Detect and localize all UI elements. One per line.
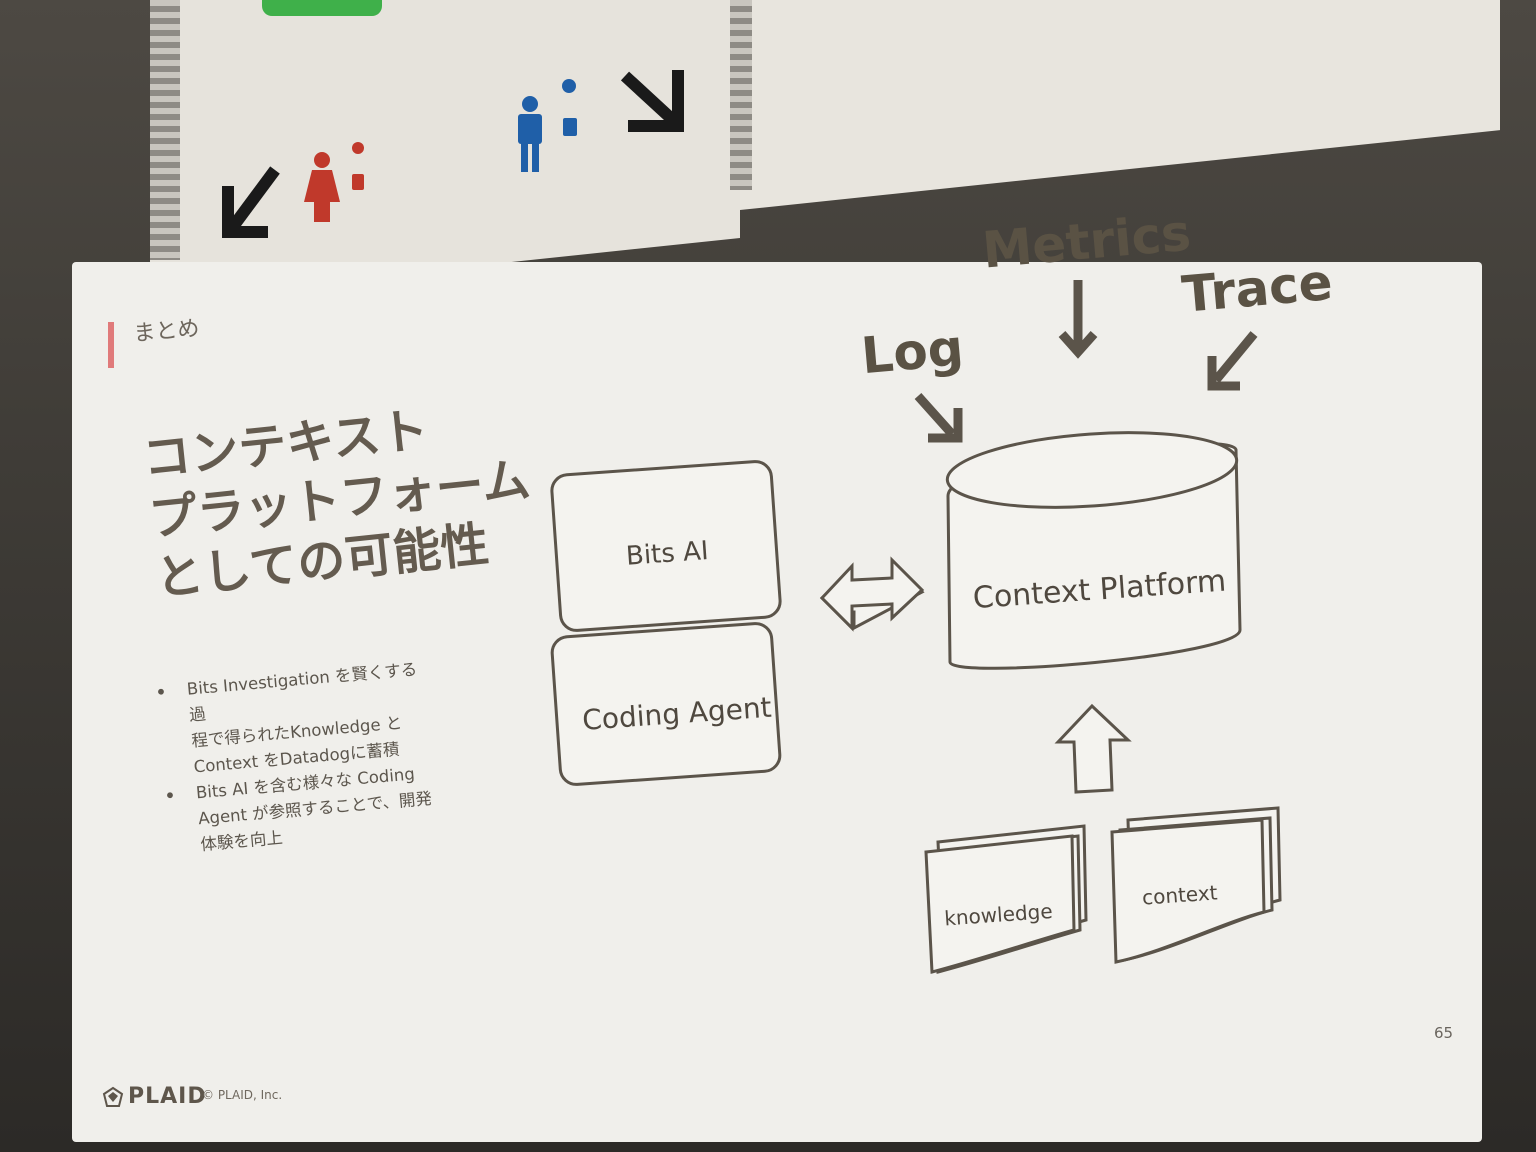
arrow-down-right-icon: [620, 70, 684, 132]
restroom-woman-icon: [304, 152, 340, 222]
bits-ai-label: Bits AI: [625, 536, 709, 572]
coding-agent-box: [550, 622, 782, 786]
copyright-text: © PLAID, Inc.: [202, 1088, 283, 1102]
baby-care-icon-2: [352, 142, 364, 190]
wall-stripes: [150, 0, 180, 260]
trace-label: Trace: [1180, 253, 1335, 324]
baby-care-icon: [562, 79, 577, 136]
arrow-down-left-icon: [222, 166, 280, 238]
restroom-man-icon: [518, 96, 542, 172]
plaid-logo-icon: [102, 1086, 124, 1107]
page-number: 65: [1434, 1024, 1454, 1042]
knowledge-documents-icon: [924, 824, 1088, 974]
log-label: Log: [859, 319, 966, 386]
venue-signage-icons: [222, 70, 684, 238]
up-arrow-icon: [1054, 703, 1132, 794]
metrics-arrow-icon: [1058, 280, 1098, 359]
wall-stripes-right: [730, 0, 752, 190]
cylinder-top: [945, 431, 1239, 509]
log-arrow-icon: [914, 392, 963, 443]
context-label: context: [1141, 880, 1218, 909]
trace-arrow-icon: [1207, 331, 1258, 391]
section-accent-bar: [108, 322, 114, 368]
metrics-label: Metrics: [980, 204, 1193, 280]
plaid-logo-text: PLAID: [128, 1084, 207, 1109]
context-documents-icon: [1110, 806, 1282, 964]
green-sign-bar: [262, 0, 382, 16]
bits-ai-box: [550, 460, 782, 632]
